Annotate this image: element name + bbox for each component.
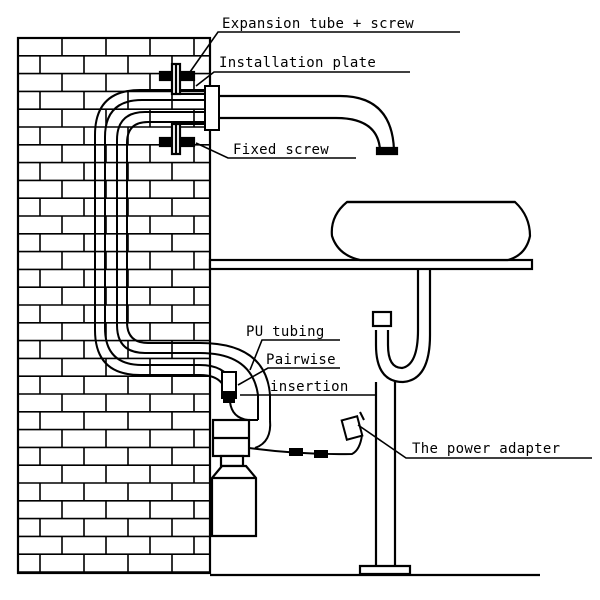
label-installation-plate: Installation plate (219, 55, 376, 71)
installation-plate (178, 85, 220, 131)
label-pairwise: Pairwise (266, 352, 336, 368)
label-pu-tubing: PU tubing (246, 324, 325, 340)
expansion-tube-screw-icon (158, 62, 196, 96)
wash-basin (330, 200, 532, 262)
battery-case (210, 464, 258, 538)
drain-p-trap (358, 269, 432, 576)
label-fixed-screw: Fixed screw (233, 142, 329, 158)
label-power-adapter: The power adapter (412, 441, 560, 457)
concealed-pipe (94, 89, 271, 420)
faucet-spout (219, 94, 399, 156)
fixed-screw-icon (158, 122, 196, 156)
counter-top (208, 258, 534, 271)
label-expansion-tube-screw: Expansion tube + screw (222, 16, 414, 32)
label-insertion: insertion (270, 379, 349, 395)
power-cable (248, 434, 363, 458)
brick-wall (16, 36, 212, 575)
leader-lines (189, 31, 592, 459)
control-box (211, 418, 251, 468)
